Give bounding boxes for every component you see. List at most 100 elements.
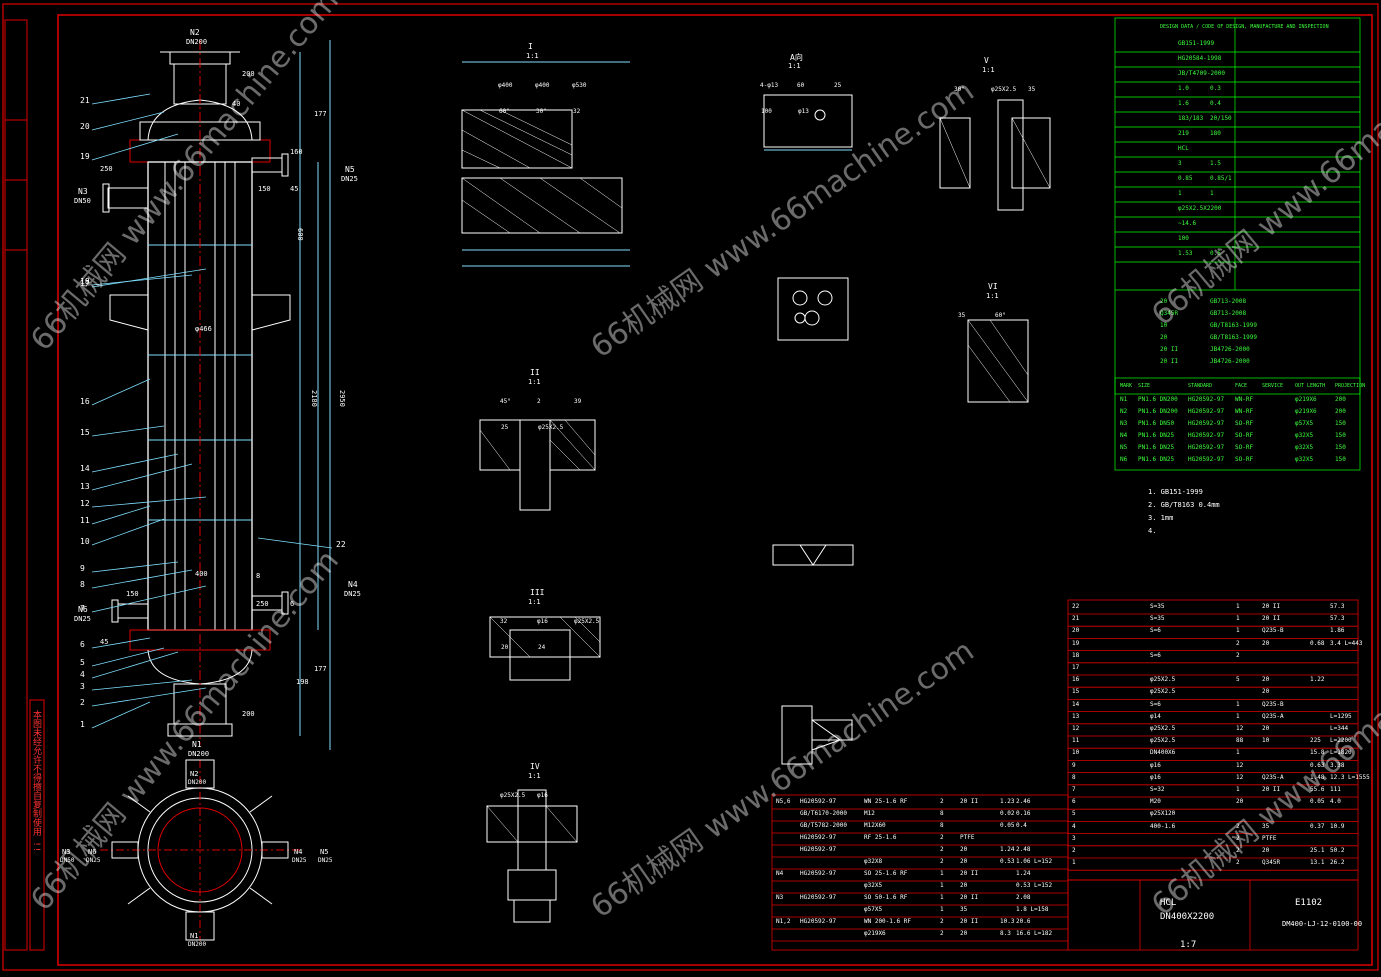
plan-view [100,759,300,941]
nozzle-bom-cell: 20 [960,846,968,853]
nozzle-table-cell: φ57X5 [1295,420,1314,427]
section-dimension: φ25X2.5 [538,424,564,431]
left-copyright-note: 本图未经允许不得擅自复制使用 !! [31,710,41,853]
nozzle-bom-cell: 2 [940,834,944,841]
bom-cell: 20 [1262,676,1270,684]
bom-cell: 15.8 [1310,749,1325,757]
part-number-13: 13 [80,482,90,491]
spec-value: φ25X2.5X2200 [1178,205,1222,212]
bom-cell: 20 II [1262,786,1281,793]
bom-cell: 3 [1072,834,1076,842]
bom-cell: 2 [1236,834,1240,842]
nozzle-mark-N3: N3 [78,187,88,196]
nozzle-table-cell: HG20592-97 [1188,432,1225,439]
section-label: V [984,56,989,65]
nozzle-bom-cell: φ219X6 [864,930,886,937]
left-note-box [29,699,45,951]
section-dimension: 2 [537,398,541,405]
bom-cell: 20 II [1262,603,1281,610]
section-dimension: 45° [500,398,511,405]
bom-cell: L=344 [1330,725,1349,732]
outer-frame [2,3,1379,971]
nozzle-bom-cell: N1,2 [776,918,791,925]
nozzle-bom-cell: 35 [960,906,968,913]
leader-line [91,463,193,491]
inner-frame [57,14,1373,966]
section-dimension: φ400 [535,82,550,89]
section-dimension: 60° [995,312,1006,319]
bom-cell: 20 II [1262,615,1281,623]
bom-cell: φ25X2.5 [1150,737,1176,745]
nozzle-bom-cell: RF 25-1.6 [864,834,897,841]
bom-cell: S=6 [1150,627,1161,635]
nozzle-bom-cell: φ32X8 [864,858,883,865]
nozzle-bom-cell: 0.53 L=152 [1016,882,1053,889]
bom-cell: 4.0 [1330,798,1341,806]
section-II [479,419,596,511]
nozzle-bom-cell: GB/T6170-2000 [800,810,847,817]
bom-cell: Q345R [1262,859,1281,867]
nozzle-bom-cell: 2.48 [1016,846,1031,853]
nozzle-table-cell: N3 [1120,420,1128,427]
section-dimension: 39 [574,398,582,405]
nozzle-bom-cell: 8 [940,822,944,829]
nozzle-table-cell: PN1.6 DN25 [1138,456,1175,463]
plan-nozzle-size: DN200 [188,779,207,786]
technical-note: 1. GB151-1999 [1148,488,1203,496]
bom-cell: 3.38 [1330,761,1345,769]
nozzle-bom-cell: HG20592-97 [800,834,837,841]
part-number-4: 4 [80,670,85,679]
bom-cell: 20 [1262,639,1270,647]
section-dimension: φ16 [537,792,548,799]
nozzle-bom-cell: HG20592-97 [800,918,837,925]
bom-cell: 19 [1072,639,1080,647]
section-dimension: 60° [499,108,510,115]
nozzle-bom-cell: 1.06 L=152 [1016,858,1053,865]
bom-cell: 1 [1072,859,1076,867]
part-number-16: 16 [80,397,90,406]
part-number-2: 2 [80,698,85,707]
nozzle-bom-cell: 16.6 L=182 [1016,930,1053,937]
bom-cell: 3.4 L=443 [1330,639,1363,647]
plan-nozzle-mark: N2 [190,770,199,778]
bom-cell: 18 [1072,651,1080,659]
leader-line [91,496,207,508]
bom-cell: 0.37 [1310,822,1325,830]
part-number-17: 17 [80,279,90,288]
section-dimension: φ25X2.5 [574,618,600,625]
bom-cell: 2 [1236,822,1240,830]
plan-nozzle-mark: N3 [62,848,71,856]
leader-line [91,425,165,437]
section-dimension: 32 [500,618,508,625]
nozzle-table-cell: 150 [1335,432,1346,439]
dimension-label: 177 [314,110,327,118]
nozzle-bom-cell: M12 [864,810,875,817]
weld-details [772,544,854,765]
nozzle-size-N1: DN200 [188,750,210,758]
section-dimension: φ530 [572,82,587,89]
nozzle-bom-cell: 0.53 [1000,858,1015,865]
bom-cell: 20 [1262,688,1270,696]
leader-line [91,679,193,691]
nozzle-bom-cell: 20 [960,930,968,937]
part-number-19: 19 [80,152,90,161]
leader-line [91,561,179,573]
spec-value: HCL [1178,145,1189,152]
nozzle-size-N6: DN25 [74,615,91,623]
bom-cell: 4 [1072,822,1076,830]
bom-cell: 1 [1236,700,1240,708]
bom-cell: φ25X2.5 [1150,676,1176,684]
leader-line [91,93,151,105]
section-scale: 1:1 [986,292,999,300]
bom-cell: φ25X2.5 [1150,688,1176,696]
nozzle-bom-cell: N4 [776,870,784,877]
spec-value: 1 [1178,190,1182,197]
section-A [763,94,853,151]
spec-value: 1.0 [1178,85,1189,92]
drawing-number: DM400-LJ-12-0100-00 [1282,920,1363,928]
nozzle-bom-cell: 2 [940,930,944,937]
bom-cell: 2 [1236,639,1240,647]
dimension-label: 6 [290,600,295,608]
plan-nozzle-size: DN50 [60,857,75,864]
spec-value: 1 [1210,190,1214,197]
